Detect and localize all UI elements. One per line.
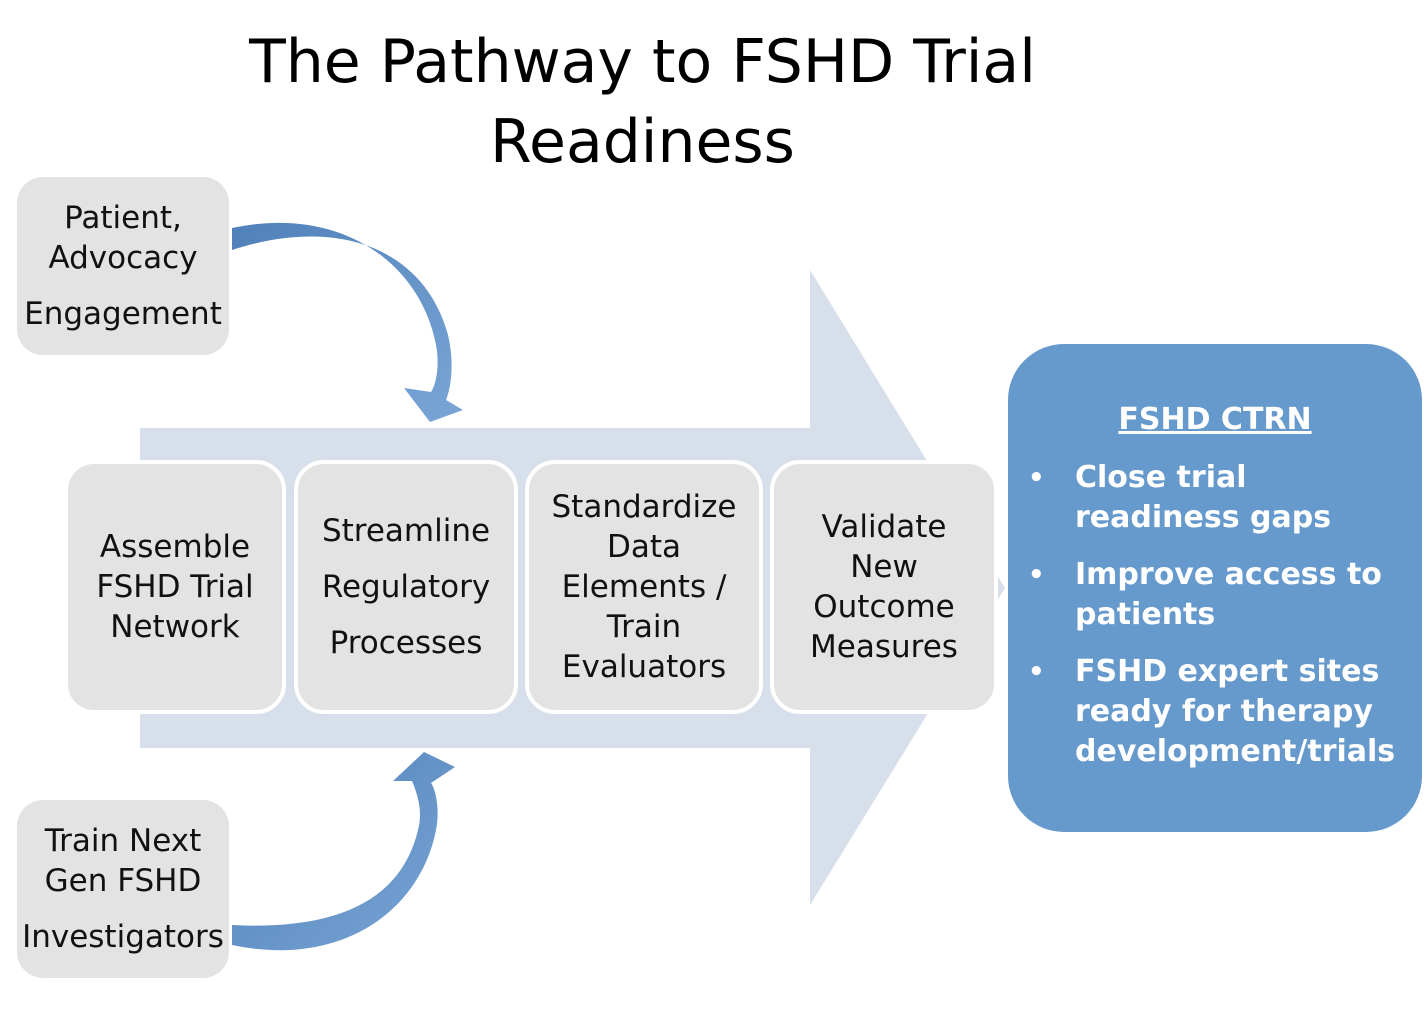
step-2-line-3: Processes — [329, 625, 483, 661]
step-assemble-network: Assemble FSHD Trial Network — [64, 460, 286, 714]
train-investigators-line-1: Train Next — [44, 823, 202, 859]
bullet-glyph: • — [1028, 657, 1045, 687]
ctrn-bullet-item: • FSHD expert sites ready for therapy de… — [1028, 652, 1418, 772]
ctrn-bullet-item: • Improve access to patients — [1028, 555, 1418, 635]
step-4-line-4: Measures — [810, 629, 958, 665]
ctrn-bullet-text: FSHD expert sites ready for therapy deve… — [1075, 654, 1396, 769]
step-3-line-2: Data — [606, 529, 682, 565]
step-3-line-1: Standardize — [551, 489, 737, 525]
step-4-line-3: Outcome — [813, 589, 955, 625]
patient-advocacy-line-1: Patient, — [64, 200, 182, 236]
ctrn-bullet-item: • Close trial readiness gaps — [1028, 458, 1418, 538]
step-standardize-data: Standardize Data Elements / Train Evalua… — [525, 460, 763, 714]
bottom-curved-arrow — [232, 752, 455, 951]
patient-advocacy-box: Patient, Advocacy Engagement — [17, 177, 229, 355]
top-curved-arrow — [232, 222, 463, 422]
ctrn-bullet-list: • Close trial readiness gaps • Improve a… — [1028, 458, 1418, 789]
step-4-line-2: New — [850, 549, 918, 585]
step-2-line-1: Streamline — [321, 513, 491, 549]
step-4-line-1: Validate — [821, 509, 947, 545]
step-streamline-regulatory: Streamline Regulatory Processes — [294, 460, 518, 714]
title-line-1: The Pathway to FSHD Trial — [249, 27, 1036, 97]
step-validate-measures: Validate New Outcome Measures — [770, 460, 998, 714]
title-line-2: Readiness — [490, 107, 795, 177]
train-investigators-box: Train Next Gen FSHD Investigators — [17, 800, 229, 978]
step-1-line-3: Network — [110, 609, 240, 645]
ctrn-bullet-text: Close trial readiness gaps — [1075, 460, 1332, 535]
ctrn-bullet-text: Improve access to patients — [1075, 557, 1382, 632]
train-investigators-line-2: Gen FSHD — [44, 863, 202, 899]
page-title: The Pathway to FSHD Trial Readiness — [240, 22, 1045, 182]
step-1-line-1: Assemble — [99, 529, 251, 565]
patient-advocacy-line-3: Engagement — [24, 296, 222, 332]
fshd-ctrn-outcome-box: FSHD CTRN • Close trial readiness gaps •… — [1008, 344, 1422, 832]
step-3-line-5: Evaluators — [561, 649, 727, 685]
train-investigators-line-3: Investigators — [22, 919, 224, 955]
bullet-glyph: • — [1028, 560, 1045, 590]
step-3-line-4: Train — [606, 609, 682, 645]
step-1-line-2: FSHD Trial — [96, 569, 254, 605]
step-3-line-3: Elements / — [561, 569, 727, 605]
patient-advocacy-line-2: Advocacy — [48, 240, 198, 276]
bullet-glyph: • — [1028, 463, 1045, 493]
step-2-line-2: Regulatory — [321, 569, 491, 605]
ctrn-heading: FSHD CTRN — [1118, 402, 1312, 437]
